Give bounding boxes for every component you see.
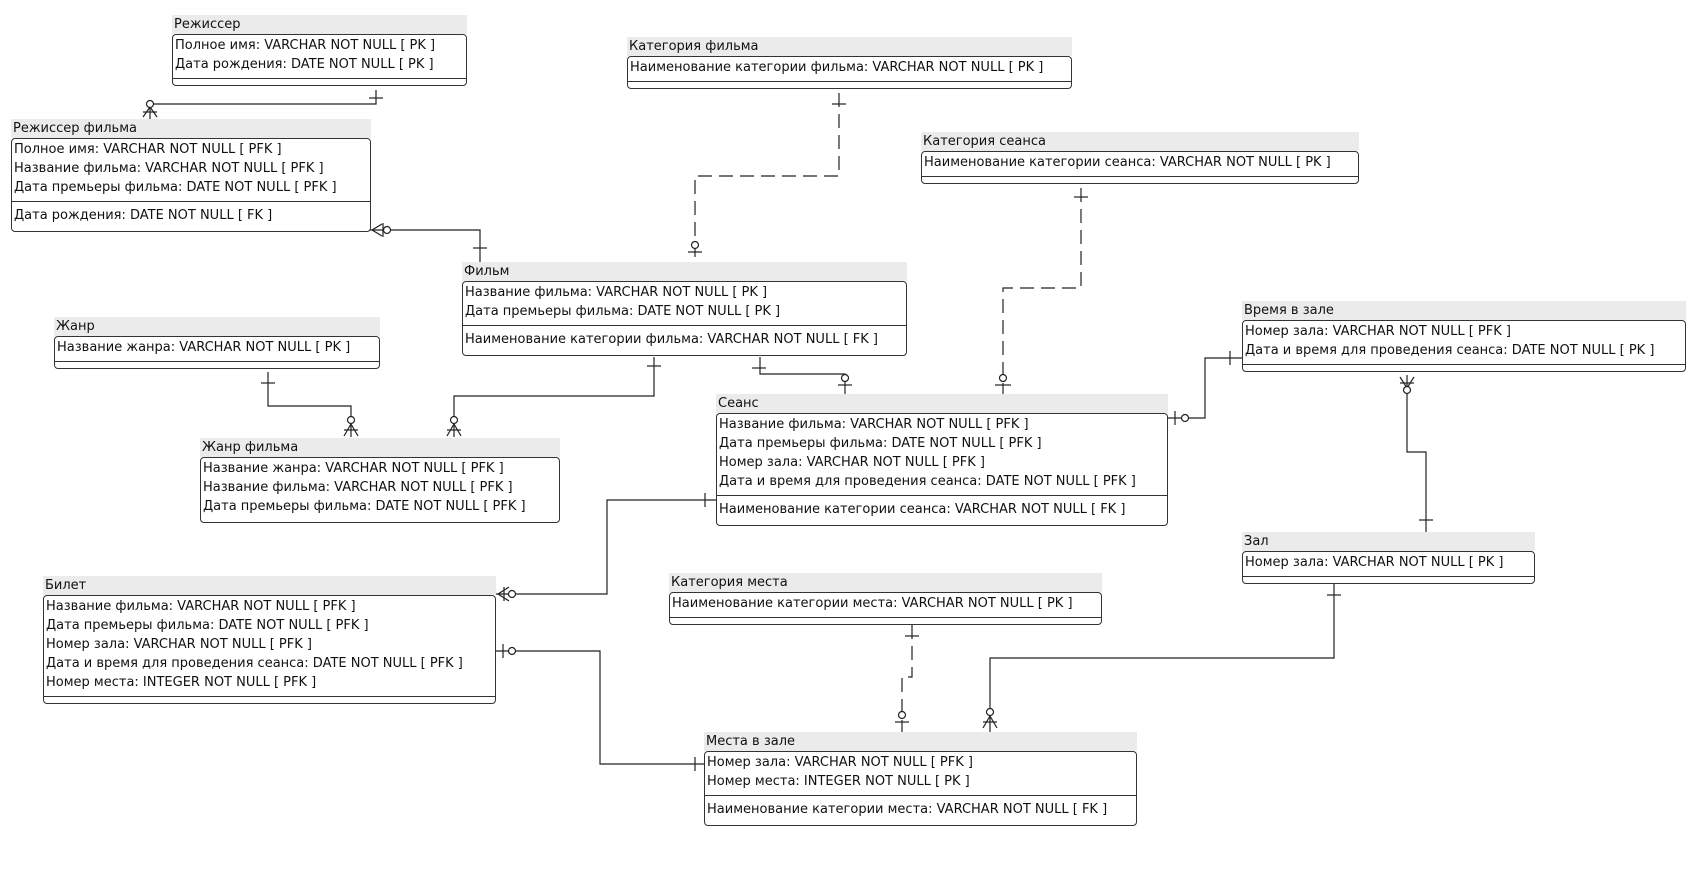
entity-hall-seats[interactable]: Места в зале Номер зала: VARCHAR NOT NUL… bbox=[704, 732, 1137, 826]
entity-title: Билет bbox=[43, 576, 496, 595]
attribute: Наименование категории сеанса: VARCHAR N… bbox=[924, 155, 1331, 170]
attribute: Название фильма: VARCHAR NOT NULL [ PFK … bbox=[14, 161, 324, 176]
entity-title: Зал bbox=[1242, 532, 1535, 551]
rel-hall-time-session[interactable] bbox=[1168, 351, 1243, 425]
entity-title: Жанр фильма bbox=[200, 438, 560, 457]
rel-film-film-director[interactable] bbox=[370, 223, 487, 262]
entity-ticket[interactable]: Билет Название фильма: VARCHAR NOT NULL … bbox=[43, 576, 496, 704]
rel-film-category-film[interactable] bbox=[688, 93, 846, 262]
rel-hall-seats-ticket[interactable] bbox=[496, 644, 706, 771]
attribute: Название фильма: VARCHAR NOT NULL [ PFK … bbox=[203, 480, 513, 495]
attribute: Дата премьеры фильма: DATE NOT NULL [ PF… bbox=[719, 436, 1042, 451]
attribute: Дата и время для проведения сеанса: DATE… bbox=[46, 656, 463, 671]
attribute: Дата премьеры фильма: DATE NOT NULL [ PK… bbox=[465, 304, 781, 319]
attribute: Номер зала: VARCHAR NOT NULL [ PK ] bbox=[1245, 555, 1504, 570]
rel-seat-category-hall-seats[interactable] bbox=[895, 625, 919, 732]
entity-director[interactable]: Режиссер Полное имя: VARCHAR NOT NULL [ … bbox=[172, 15, 467, 86]
rel-director-film-director[interactable] bbox=[142, 90, 383, 119]
entity-film[interactable]: Фильм Название фильма: VARCHAR NOT NULL … bbox=[462, 262, 907, 356]
entity-title: Режиссер bbox=[172, 15, 467, 34]
entity-session-category[interactable]: Категория сеанса Наименование категории … bbox=[921, 132, 1359, 184]
attribute: Номер зала: VARCHAR NOT NULL [ PFK ] bbox=[707, 755, 973, 770]
attribute: Название фильма: VARCHAR NOT NULL [ PK ] bbox=[465, 285, 768, 300]
attribute: Название фильма: VARCHAR NOT NULL [ PFK … bbox=[719, 417, 1029, 432]
attribute: Полное имя: VARCHAR NOT NULL [ PK ] bbox=[175, 38, 436, 53]
attribute: Наименование категории места: VARCHAR NO… bbox=[707, 802, 1108, 817]
attribute: Дата премьеры фильма: DATE NOT NULL [ PF… bbox=[46, 618, 369, 633]
attribute: Номер зала: VARCHAR NOT NULL [ PFK ] bbox=[46, 637, 312, 652]
attribute: Дата премьеры фильма: DATE NOT NULL [ PF… bbox=[14, 180, 337, 195]
attribute: Дата премьеры фильма: DATE NOT NULL [ PF… bbox=[203, 499, 526, 514]
rel-session-category-session[interactable] bbox=[995, 188, 1088, 394]
entity-title: Места в зале bbox=[704, 732, 1137, 751]
rel-genre-film-genre[interactable] bbox=[261, 372, 359, 437]
attribute: Полное имя: VARCHAR NOT NULL [ PFK ] bbox=[14, 142, 282, 157]
attribute: Номер зала: VARCHAR NOT NULL [ PFK ] bbox=[719, 455, 985, 470]
rel-session-ticket[interactable] bbox=[496, 493, 718, 602]
attribute: Номер места: INTEGER NOT NULL [ PK ] bbox=[707, 774, 970, 789]
entity-title: Категория сеанса bbox=[921, 132, 1359, 151]
attribute: Дата и время для проведения сеанса: DATE… bbox=[719, 474, 1136, 489]
attribute: Дата рождения: DATE NOT NULL [ PK ] bbox=[175, 57, 434, 72]
attribute: Наименование категории сеанса: VARCHAR N… bbox=[719, 502, 1126, 517]
entity-film-genre[interactable]: Жанр фильма Название жанра: VARCHAR NOT … bbox=[200, 438, 560, 523]
entity-film-director[interactable]: Режиссер фильма Полное имя: VARCHAR NOT … bbox=[11, 119, 371, 232]
entity-title: Категория фильма bbox=[627, 37, 1072, 56]
attribute: Номер места: INTEGER NOT NULL [ PFK ] bbox=[46, 675, 317, 690]
rel-hall-hall-time[interactable] bbox=[1399, 375, 1433, 532]
attribute: Название жанра: VARCHAR NOT NULL [ PFK ] bbox=[203, 461, 504, 476]
attribute: Название фильма: VARCHAR NOT NULL [ PFK … bbox=[46, 599, 356, 614]
rel-film-session[interactable] bbox=[752, 357, 852, 394]
attribute: Наименование категории фильма: VARCHAR N… bbox=[630, 60, 1044, 75]
entity-session[interactable]: Сеанс Название фильма: VARCHAR NOT NULL … bbox=[716, 394, 1168, 526]
attribute: Номер зала: VARCHAR NOT NULL [ PFK ] bbox=[1245, 324, 1511, 339]
entity-seat-category[interactable]: Категория места Наименование категории м… bbox=[669, 573, 1102, 625]
attribute: Наименование категории места: VARCHAR NO… bbox=[672, 596, 1073, 611]
entity-title: Режиссер фильма bbox=[11, 119, 371, 138]
entity-title: Фильм bbox=[462, 262, 907, 281]
attribute: Название жанра: VARCHAR NOT NULL [ PK ] bbox=[57, 340, 351, 355]
attribute: Наименование категории фильма: VARCHAR N… bbox=[465, 332, 878, 347]
entity-title: Время в зале bbox=[1242, 301, 1686, 320]
entity-title: Жанр bbox=[54, 317, 380, 336]
entity-title: Сеанс bbox=[716, 394, 1168, 413]
entity-genre[interactable]: Жанр Название жанра: VARCHAR NOT NULL [ … bbox=[54, 317, 380, 369]
entity-film-category[interactable]: Категория фильма Наименование категории … bbox=[627, 37, 1072, 89]
attribute: Дата рождения: DATE NOT NULL [ FK ] bbox=[14, 208, 273, 223]
rel-film-film-genre[interactable] bbox=[446, 357, 661, 437]
entity-title: Категория места bbox=[669, 573, 1102, 592]
entity-hall[interactable]: Зал Номер зала: VARCHAR NOT NULL [ PK ] bbox=[1242, 532, 1535, 584]
entity-hall-time[interactable]: Время в зале Номер зала: VARCHAR NOT NUL… bbox=[1242, 301, 1686, 372]
attribute: Дата и время для проведения сеанса: DATE… bbox=[1245, 343, 1655, 358]
rel-hall-hall-seats[interactable] bbox=[982, 583, 1341, 732]
